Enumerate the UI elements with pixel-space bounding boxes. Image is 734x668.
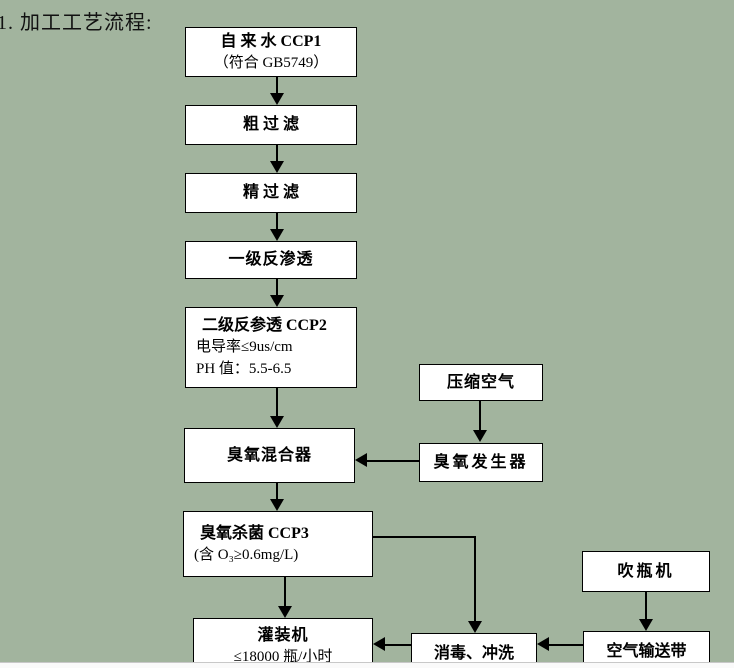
node-ro-stage1: 一级反渗透 [185, 241, 357, 279]
node-ozone-mixer-title: 臭氧混合器 [226, 446, 312, 464]
node-compressed-air: 压缩空气 [419, 364, 543, 401]
page-title: 1. 加工工艺流程: [0, 12, 153, 34]
node-filler-capacity: ≤18000 瓶/小时 [233, 648, 333, 665]
node-ozone-sterilizer: 臭氧杀菌 CCP3 (含 O₃≥0.6mg/L) [183, 511, 373, 577]
node-ozone-mixer: 臭氧混合器 [184, 428, 355, 483]
node-compressed-air-title: 压缩空气 [446, 373, 515, 391]
node-ozone-generator-title: 臭氧发生器 [433, 453, 529, 471]
node-ro-stage1-title: 一级反渗透 [228, 251, 314, 269]
node-tap-water-subtitle: （符合 GB5749） [213, 54, 329, 71]
node-coarse-filter: 粗 过 滤 [185, 105, 357, 145]
node-disinfect-rinse-title: 消毒、冲洗 [433, 645, 514, 663]
node-tap-water-title: 自 来 水 CCP1 [220, 32, 322, 50]
node-bottle-blower: 吹瓶机 [582, 551, 710, 592]
node-ozone-generator: 臭氧发生器 [419, 443, 543, 482]
node-ro-stage2-ph: PH 值：5.5-6.5 [196, 361, 292, 378]
node-coarse-filter-title: 粗 过 滤 [242, 116, 299, 134]
node-ro-stage2: 二级反参透 CCP2 电导率≤9us/cm PH 值：5.5-6.5 [185, 307, 357, 388]
node-fine-filter: 精 过 滤 [185, 173, 357, 213]
node-ro-stage2-title: 二级反参透 CCP2 [202, 317, 327, 335]
node-filler: 灌装机 ≤18000 瓶/小时 [193, 618, 373, 668]
node-ro-stage2-conductivity: 电导率≤9us/cm [196, 339, 293, 356]
node-filler-title: 灌装机 [257, 626, 309, 644]
node-fine-filter-title: 精 过 滤 [242, 184, 299, 202]
node-air-conveyor-title: 空气输送带 [606, 643, 687, 661]
node-air-conveyor: 空气输送带 [583, 631, 710, 668]
node-ozone-sterilizer-title: 臭氧杀菌 CCP3 [200, 524, 309, 542]
page-bottom-edge [0, 662, 734, 668]
node-tap-water: 自 来 水 CCP1 （符合 GB5749） [185, 27, 357, 77]
node-bottle-blower-title: 吹瓶机 [617, 562, 675, 580]
node-ozone-sterilizer-dose: (含 O₃≥0.6mg/L) [194, 546, 299, 563]
